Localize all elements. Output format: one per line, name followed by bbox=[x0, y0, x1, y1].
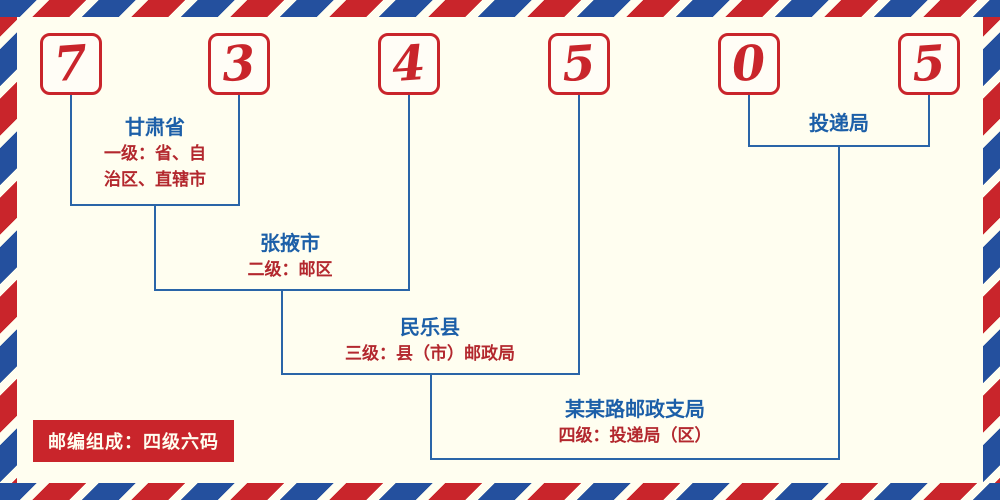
level1-desc-line1: 一级：省、自 bbox=[104, 144, 206, 163]
level1-left-line bbox=[70, 95, 72, 206]
digit-6: 5 bbox=[910, 34, 948, 94]
level4-place: 某某路邮政支局 bbox=[565, 399, 705, 421]
level2-place: 张掖市 bbox=[260, 233, 320, 255]
level1-place: 甘肃省 bbox=[125, 117, 185, 139]
delivery-right-line bbox=[928, 95, 930, 147]
digit-box-6: 5 bbox=[898, 33, 960, 95]
delivery-bottom-line bbox=[748, 145, 930, 147]
digit-3: 4 bbox=[390, 34, 428, 94]
level2-left-line bbox=[154, 204, 156, 291]
level1-desc-line2: 治区、直辖市 bbox=[104, 170, 206, 190]
digit-2: 3 bbox=[220, 34, 258, 94]
level4-bottom-line bbox=[430, 458, 840, 460]
level4-left-line bbox=[430, 373, 432, 460]
airmail-border-right bbox=[983, 0, 1000, 500]
digit-5: 0 bbox=[730, 34, 768, 94]
digit-1: 7 bbox=[52, 34, 90, 94]
digit-box-5: 0 bbox=[718, 33, 780, 95]
composition-badge: 邮编组成：四级六码 bbox=[33, 420, 234, 462]
level1-desc: 一级：省、自 治区、直辖市 bbox=[65, 141, 245, 194]
level3-left-line bbox=[281, 289, 283, 375]
digit-box-2: 3 bbox=[208, 33, 270, 95]
level3-place: 民乐县 bbox=[400, 317, 460, 339]
level1-right-line bbox=[238, 95, 240, 206]
level4-desc: 四级：投递局（区） bbox=[558, 426, 712, 445]
digit-box-1: 7 bbox=[40, 33, 102, 95]
digit-4: 5 bbox=[560, 34, 598, 94]
airmail-border-left bbox=[0, 0, 17, 500]
digit-box-3: 4 bbox=[378, 33, 440, 95]
level2-right-line bbox=[408, 95, 410, 291]
delivery-left-line bbox=[748, 95, 750, 147]
level2-desc: 二级：邮区 bbox=[247, 260, 333, 279]
airmail-border-top bbox=[0, 0, 1000, 17]
level3-desc: 三级：县（市）邮政局 bbox=[345, 344, 515, 363]
airmail-border-bottom bbox=[0, 483, 1000, 500]
level4-right-line bbox=[838, 145, 840, 460]
level3-right-line bbox=[578, 95, 580, 375]
delivery-label: 投递局 bbox=[809, 113, 869, 135]
digit-box-4: 5 bbox=[548, 33, 610, 95]
